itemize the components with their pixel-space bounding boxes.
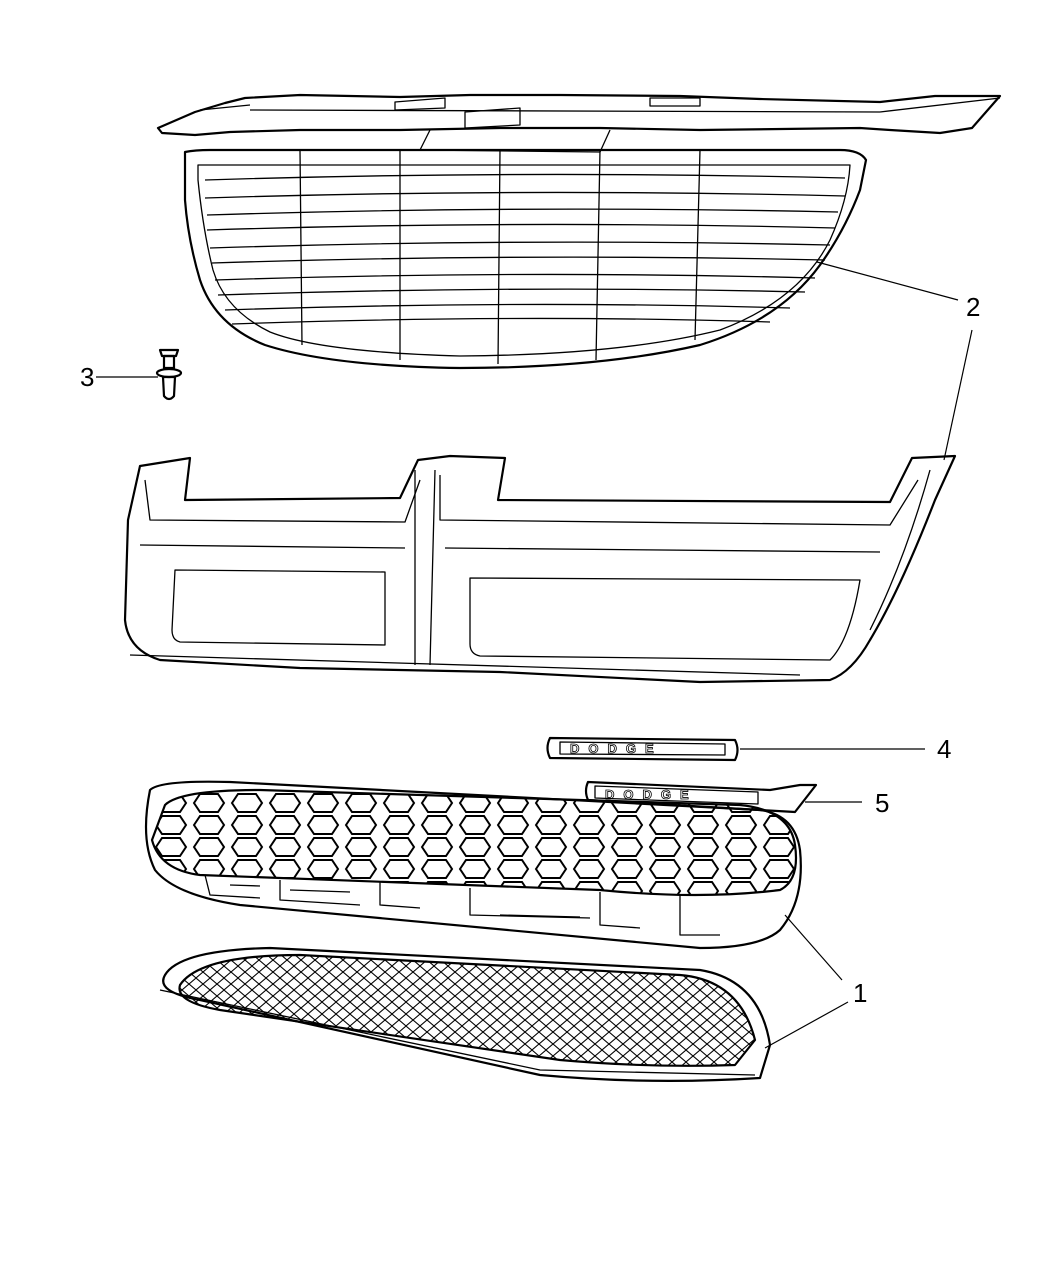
callout-3: 3: [80, 362, 94, 392]
callout-2: 2: [966, 292, 980, 322]
grille-bezel-part: [123, 454, 957, 684]
lower-honeycomb-grille-part: [144, 780, 802, 950]
leader-2-upper: [816, 261, 959, 301]
grille-slats: [204, 173, 846, 325]
leader-1-lower: [764, 1001, 849, 1049]
push-pin-fastener-part: [155, 348, 183, 401]
badge-5-lettering: DODGE: [605, 787, 698, 802]
badge-4-lettering: DODGE: [570, 741, 663, 756]
callout-4: 4: [937, 734, 951, 764]
leader-1-upper: [784, 914, 843, 981]
callout-5: 5: [875, 788, 889, 818]
bottom-mesh-insert-part: [159, 946, 772, 1082]
leader-lines: [96, 261, 973, 1049]
dodge-badge-upper-part: DODGE: [546, 736, 739, 762]
leader-2-lower: [943, 329, 973, 461]
upper-grille-part: [156, 93, 1002, 370]
dodge-badge-lower-part: DODGE: [584, 780, 818, 814]
callout-1: 1: [853, 978, 867, 1008]
